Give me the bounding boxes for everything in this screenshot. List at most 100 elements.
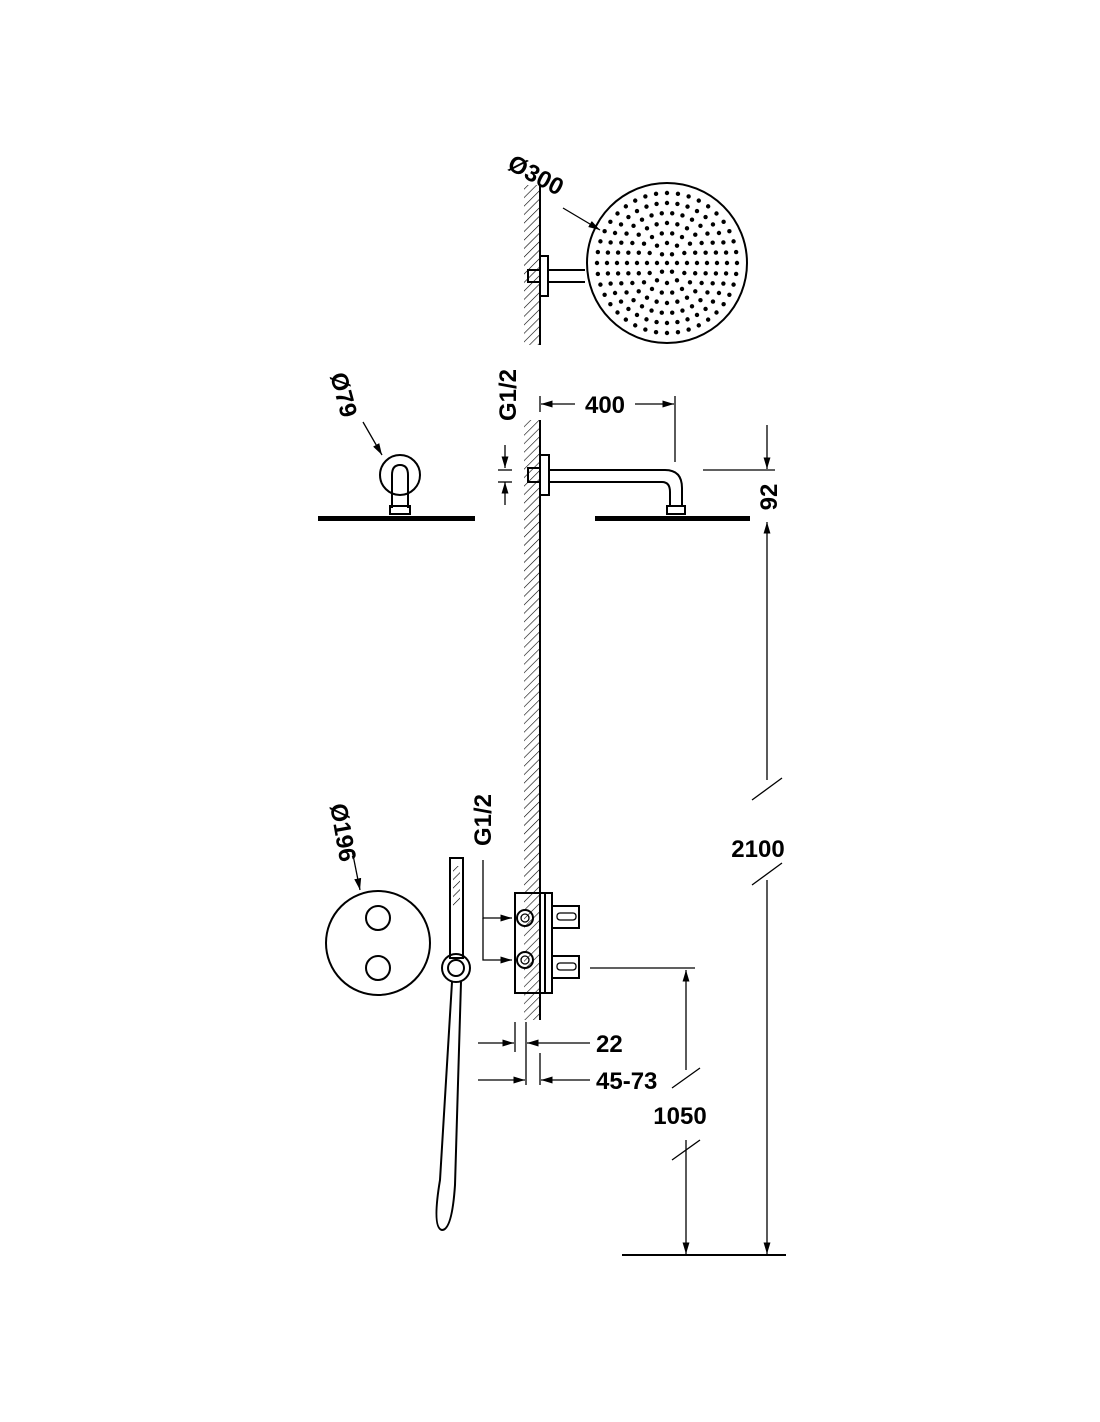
nozzle-dot — [696, 323, 701, 328]
nozzle-dot — [704, 260, 710, 266]
nozzle-dot — [615, 271, 621, 276]
nozzle-dot — [675, 201, 680, 207]
label-arm-length: 400 — [585, 392, 625, 419]
rain-head-circle — [586, 182, 748, 344]
nozzle-dot — [659, 211, 664, 216]
nozzle-dot — [608, 240, 613, 245]
wall-hatch — [524, 420, 540, 1020]
rain-head-nozzles — [594, 190, 740, 336]
nozzle-dot — [703, 306, 708, 312]
nozzle-dot — [721, 240, 726, 245]
nozzle-dot — [710, 299, 716, 304]
nozzle-dot — [647, 270, 652, 276]
nozzle-dot — [716, 290, 722, 296]
nozzle-dot — [631, 223, 636, 229]
nozzle-dot — [699, 240, 704, 246]
nozzle-dot — [664, 220, 670, 226]
nozzle-dot — [643, 327, 648, 332]
nozzle-dot — [687, 241, 693, 246]
nozzle-dot — [636, 232, 641, 237]
nozzle-dot — [699, 280, 704, 286]
wall-flange-view: Ø79 — [318, 370, 475, 521]
nozzle-dot — [675, 299, 680, 304]
nozzle-dot — [703, 214, 708, 220]
nozzle-dot — [684, 260, 690, 266]
nozzle-dot — [705, 231, 710, 236]
nozzle-dot — [612, 230, 618, 236]
nozzle-dot — [682, 270, 687, 276]
nozzle-dot — [602, 292, 607, 297]
nozzle-dot — [679, 234, 685, 240]
nozzle-dot — [705, 290, 710, 295]
nozzle-dot — [644, 226, 650, 231]
nozzle-dot — [684, 226, 690, 231]
nozzle-dot — [664, 260, 670, 266]
nozzle-dot — [714, 310, 719, 315]
nozzle-dot — [680, 308, 685, 313]
nozzle-dot — [623, 204, 629, 209]
nozzle-dot — [670, 290, 675, 295]
nozzle-dot — [654, 201, 659, 207]
nozzle-dot — [680, 213, 685, 218]
nozzle-dot — [669, 269, 675, 274]
nozzle-dot — [675, 222, 680, 227]
nozzle-dot — [615, 211, 620, 216]
nozzle-dot — [733, 271, 739, 277]
nozzle-dot — [618, 222, 624, 227]
label-upper-thread: G1/2 — [495, 369, 522, 421]
label-mixer-plate-diameter: Ø196 — [324, 801, 361, 864]
nozzle-dot — [710, 240, 715, 245]
nozzle-dot — [612, 290, 618, 296]
nozzle-dot — [624, 231, 629, 236]
nozzle-dot — [731, 282, 736, 287]
nozzle-dot — [698, 223, 703, 229]
nozzle-dot — [654, 260, 660, 266]
nozzle-dot — [630, 280, 635, 286]
nozzle-dot — [595, 271, 601, 277]
nozzle-dot — [664, 330, 670, 336]
nozzle-dot — [731, 239, 736, 244]
nozzle-dot — [633, 198, 638, 203]
nozzle-dot — [670, 231, 675, 236]
nozzle-dot — [649, 286, 655, 292]
nozzle-dot — [689, 217, 695, 222]
label-flange-diameter: Ø79 — [324, 370, 362, 421]
nozzle-dot — [685, 317, 690, 322]
nozzle-dot — [659, 310, 664, 315]
nozzle-dot — [598, 239, 603, 244]
nozzle-dot — [619, 281, 624, 286]
nozzle-dot — [664, 200, 670, 206]
rain-head-side-view: 400 G1/2 92 2100 — [495, 369, 786, 1256]
nozzle-dot — [604, 260, 610, 266]
nozzle-dot — [664, 190, 670, 196]
label-wall-offset: 22 — [596, 1031, 623, 1058]
nozzle-dot — [670, 211, 675, 216]
nozzle-dot — [639, 304, 645, 309]
nozzle-dot — [714, 260, 720, 266]
nozzle-dot — [694, 208, 700, 214]
nozzle-dot — [633, 323, 638, 328]
nozzle-dot — [734, 260, 740, 266]
nozzle-dot — [641, 241, 647, 246]
nozzle-dot — [626, 271, 631, 276]
nozzle-dot — [643, 194, 648, 199]
nozzle-dot — [703, 250, 708, 255]
nozzle-dot — [659, 252, 665, 257]
nozzle-dot — [654, 243, 660, 248]
nozzle-dot — [669, 252, 675, 257]
nozzle-dot — [644, 317, 649, 322]
nozzle-dot — [639, 217, 645, 222]
label-lower-thread: G1/2 — [470, 794, 497, 846]
nozzle-dot — [634, 312, 640, 318]
nozzle-dot — [675, 329, 681, 335]
wall-hatch-top — [524, 185, 540, 345]
label-embed-depth: 45-73 — [596, 1068, 657, 1095]
nozzle-dot — [682, 250, 687, 256]
nozzle-dot — [605, 250, 611, 255]
nozzle-dot — [605, 271, 611, 276]
nozzle-dot — [636, 271, 642, 276]
nozzle-dot — [615, 310, 620, 315]
mixer-plate-view: Ø196 — [324, 801, 431, 996]
nozzle-dot — [608, 281, 613, 286]
